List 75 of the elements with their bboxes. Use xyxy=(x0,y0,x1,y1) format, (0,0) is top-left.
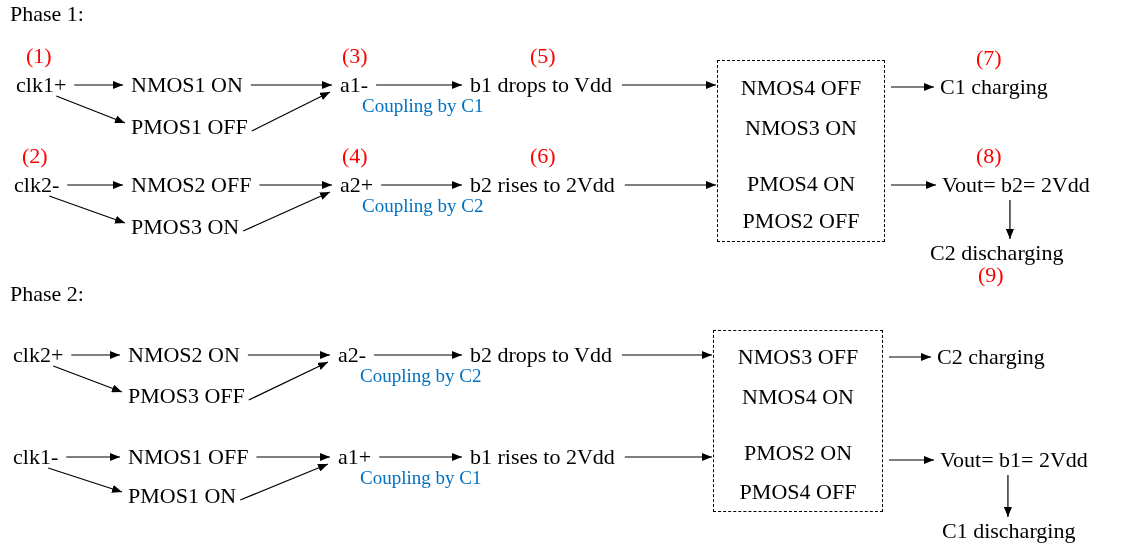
phase-label: Phase 1: xyxy=(10,0,84,28)
arrow xyxy=(375,81,463,89)
step-number: (3) xyxy=(342,43,368,69)
step-number: (1) xyxy=(26,43,52,69)
state-text: C1 discharging xyxy=(942,518,1076,544)
state-text: PMOS2 OFF xyxy=(742,208,860,234)
state-text: PMOS4 OFF xyxy=(739,479,857,505)
arrow xyxy=(247,351,331,359)
state-text: NMOS1 OFF xyxy=(128,444,249,470)
arrow xyxy=(239,463,329,501)
dashed-box xyxy=(717,60,885,242)
arrow xyxy=(73,81,124,89)
state-text: a1+ xyxy=(338,444,372,470)
state-text: b1 rises to 2Vdd xyxy=(470,444,615,470)
state-text: NMOS2 OFF xyxy=(131,172,252,198)
arrow xyxy=(65,453,121,461)
state-text: a2- xyxy=(338,342,367,368)
state-text: NMOS3 OFF xyxy=(737,344,859,370)
arrow xyxy=(255,453,331,461)
arrow xyxy=(621,81,717,89)
arrow xyxy=(1003,474,1012,518)
arrow xyxy=(258,181,333,189)
arrow xyxy=(251,91,331,132)
arrow xyxy=(888,456,935,464)
arrow xyxy=(248,361,329,401)
step-number: (8) xyxy=(976,143,1002,169)
arrow xyxy=(55,95,126,124)
state-text: NMOS3 ON xyxy=(745,115,857,141)
state-text: b1 drops to Vdd xyxy=(470,72,612,98)
arrow xyxy=(890,83,935,91)
arrow xyxy=(888,353,932,361)
phase-label: Phase 2: xyxy=(10,280,84,308)
state-text: a2+ xyxy=(340,172,374,198)
state-text: PMOS1 OFF xyxy=(131,114,248,140)
arrow xyxy=(48,195,126,224)
arrow xyxy=(70,351,121,359)
state-text: NMOS1 ON xyxy=(131,72,243,98)
step-number: (7) xyxy=(976,45,1002,71)
arrow xyxy=(1005,199,1014,240)
state-text: C1 charging xyxy=(940,74,1048,100)
state-text: clk2- xyxy=(14,172,60,198)
step-number: (2) xyxy=(22,143,48,169)
dashed-box xyxy=(713,330,883,512)
state-text: clk2+ xyxy=(13,342,64,368)
arrow xyxy=(250,81,333,89)
state-text: clk1- xyxy=(13,444,59,470)
arrow xyxy=(378,453,463,461)
arrow xyxy=(52,365,123,393)
state-text: Vout= b2= 2Vdd xyxy=(942,172,1090,198)
state-text: a1- xyxy=(340,72,369,98)
state-text: Vout= b1= 2Vdd xyxy=(940,447,1088,473)
step-number: (5) xyxy=(530,43,556,69)
state-text: NMOS2 ON xyxy=(128,342,240,368)
step-number: (6) xyxy=(530,143,556,169)
arrow xyxy=(242,191,331,232)
state-text: PMOS1 ON xyxy=(128,483,237,509)
state-text: b2 rises to 2Vdd xyxy=(470,172,615,198)
state-text: clk1+ xyxy=(16,72,67,98)
arrow xyxy=(380,181,463,189)
state-text: NMOS4 ON xyxy=(742,384,854,410)
arrow xyxy=(621,351,713,359)
state-text: C2 charging xyxy=(937,344,1045,370)
state-text: NMOS4 OFF xyxy=(740,75,862,101)
arrow xyxy=(47,467,123,493)
arrow xyxy=(66,181,124,189)
state-text: b2 drops to Vdd xyxy=(470,342,612,368)
step-number: (4) xyxy=(342,143,368,169)
state-text: PMOS4 ON xyxy=(746,171,856,197)
state-text: PMOS2 ON xyxy=(743,440,853,466)
arrow xyxy=(373,351,463,359)
state-text: PMOS3 OFF xyxy=(128,383,245,409)
state-text: PMOS3 ON xyxy=(131,214,240,240)
arrow xyxy=(624,181,717,189)
arrow xyxy=(890,181,937,189)
arrow xyxy=(624,453,713,461)
